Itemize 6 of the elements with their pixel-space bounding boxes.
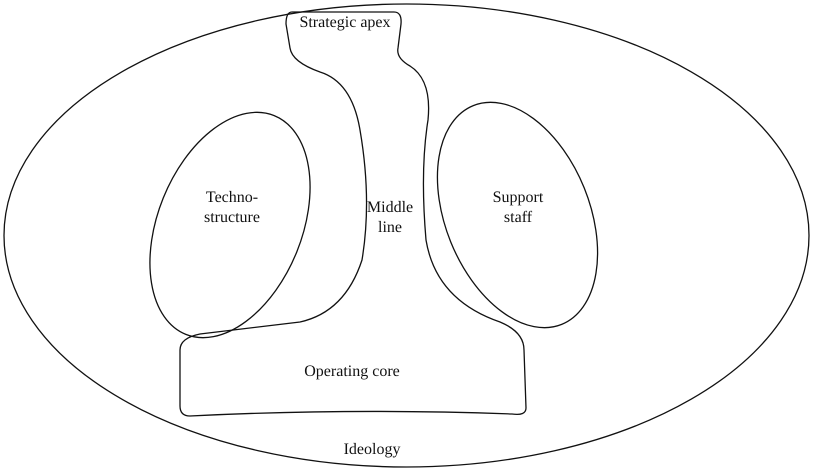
middle-line-label: Middle line	[366, 198, 414, 238]
core-label: Operating core	[303, 362, 401, 382]
ideology-label: Ideology	[342, 440, 402, 460]
apex-label: Strategic apex	[298, 13, 392, 33]
support-staff-label: Support staff	[492, 188, 544, 228]
technostructure-label: Techno- structure	[203, 188, 261, 228]
